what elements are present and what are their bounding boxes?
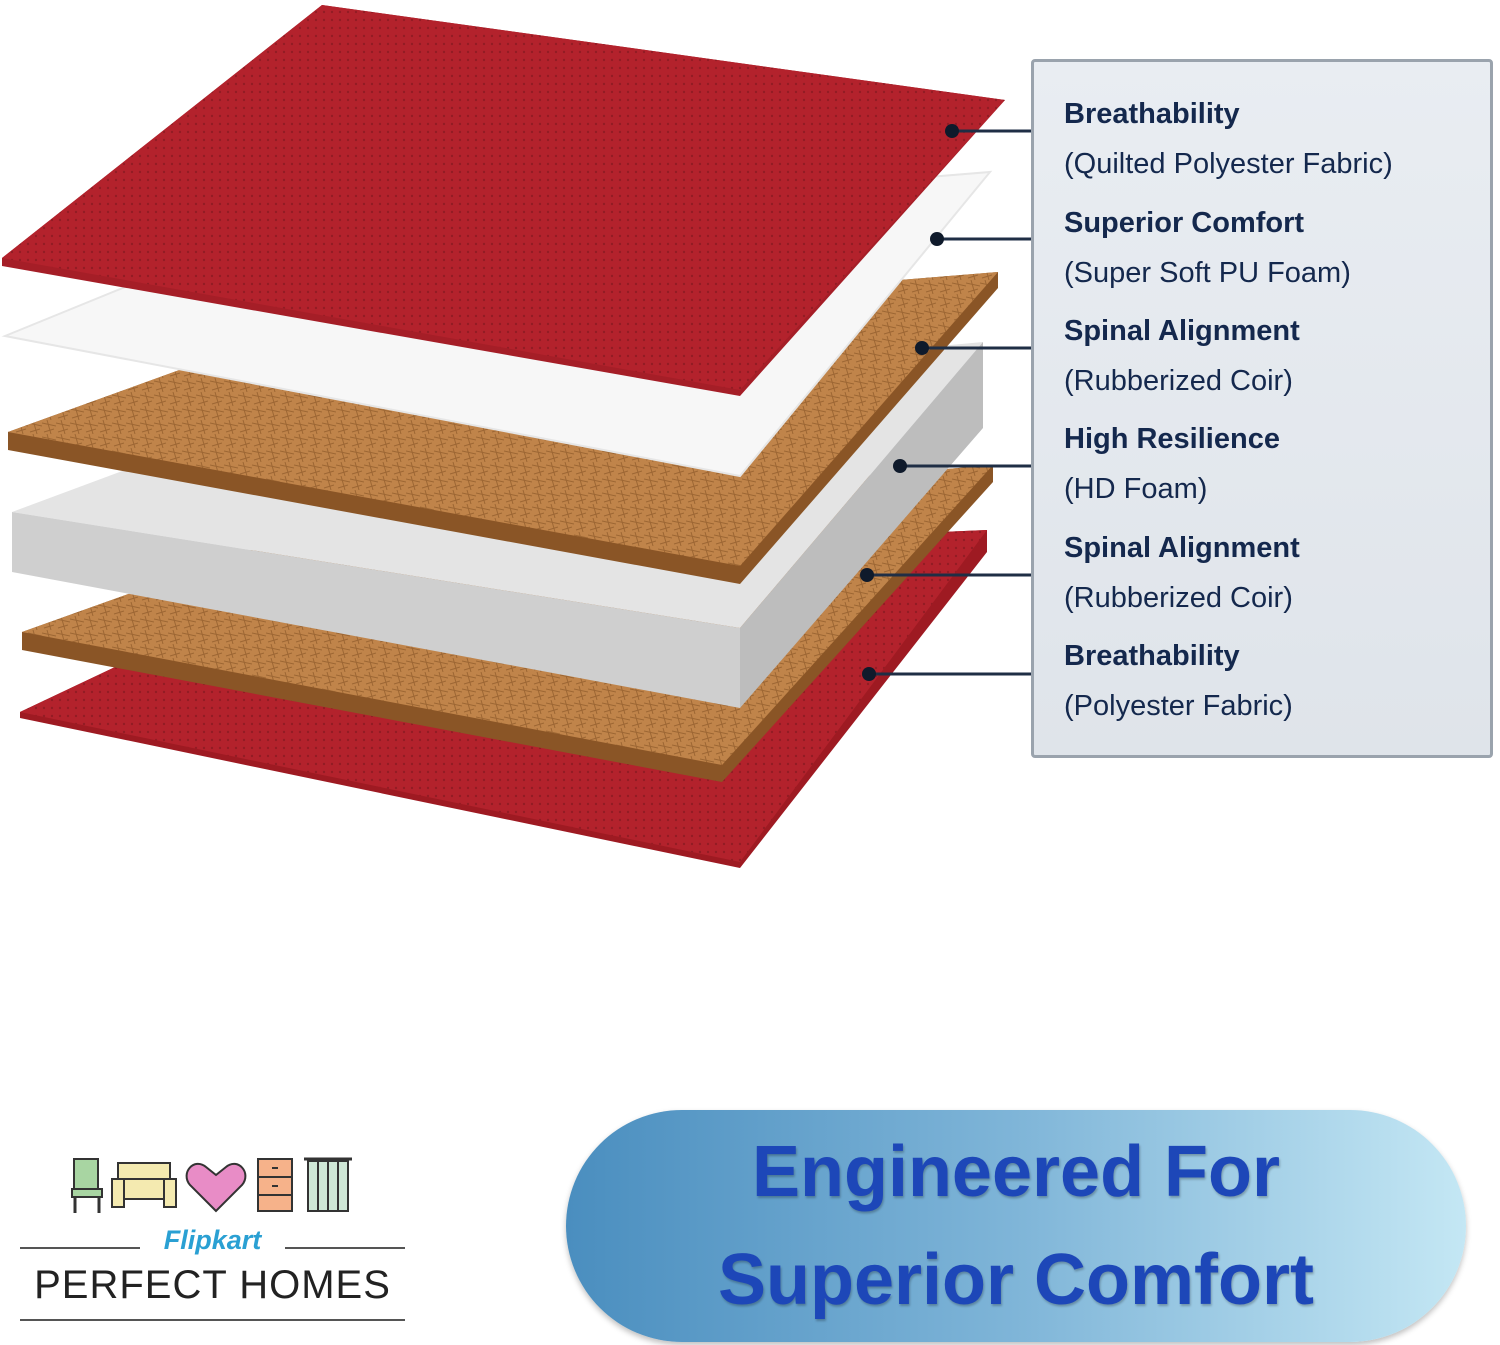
legend-item-title: Breathability [1064, 98, 1240, 130]
legend-item-title: Breathability [1064, 640, 1240, 672]
logo-rule-bottom [20, 1319, 405, 1321]
legend-item: Spinal Alignment (Rubberized Coir) [1064, 313, 1300, 399]
tagline-line-1: Engineered For [751, 1132, 1281, 1212]
legend-item: Breathability (Quilted Polyester Fabric) [1064, 96, 1393, 182]
furniture-icons [71, 1157, 352, 1213]
legend-item: Breathability (Polyester Fabric) [1064, 638, 1293, 724]
legend-item-subtitle: (Super Soft PU Foam) [1064, 257, 1351, 289]
legend-item-title: Superior Comfort [1064, 207, 1305, 239]
sofa-icon [111, 1162, 177, 1208]
legend-item-title: Spinal Alignment [1064, 315, 1300, 347]
legend-item-subtitle: (HD Foam) [1064, 473, 1208, 505]
logo-brand: Flipkart [163, 1225, 262, 1255]
legend-item: High Resilience (HD Foam) [1064, 421, 1280, 507]
logo-name: PERFECT HOMES [34, 1263, 391, 1307]
chair-icon [71, 1158, 103, 1213]
legend-item-title: High Resilience [1064, 423, 1280, 455]
legend-item-title: Spinal Alignment [1064, 532, 1300, 564]
legend-item-subtitle: (Polyester Fabric) [1064, 690, 1293, 722]
legend-item-subtitle: (Rubberized Coir) [1064, 582, 1293, 614]
leader-lines [867, 129, 1047, 676]
tagline-line-2: Superior Comfort [717, 1240, 1314, 1320]
top-fabric-layer [2, 5, 1005, 396]
legend-item: Spinal Alignment (Rubberized Coir) [1064, 530, 1300, 616]
tagline-banner: Engineered For Superior Comfort [566, 1110, 1466, 1342]
heart-icon [185, 1162, 247, 1213]
curtain-icon [304, 1157, 352, 1212]
legend-item-subtitle: (Quilted Polyester Fabric) [1064, 148, 1393, 180]
layers-legend: Breathability (Quilted Polyester Fabric)… [1031, 59, 1493, 758]
legend-item: Superior Comfort (Super Soft PU Foam) [1064, 205, 1351, 291]
flipkart-perfect-homes-logo: Flipkart PERFECT HOMES [20, 1155, 405, 1330]
mattress-layers-illustration [1, 5, 1047, 868]
leader-dots [860, 124, 959, 681]
logo-rule-left [20, 1247, 140, 1249]
cabinet-icon [257, 1158, 293, 1212]
logo-rule-right [285, 1247, 405, 1249]
legend-item-subtitle: (Rubberized Coir) [1064, 365, 1293, 397]
